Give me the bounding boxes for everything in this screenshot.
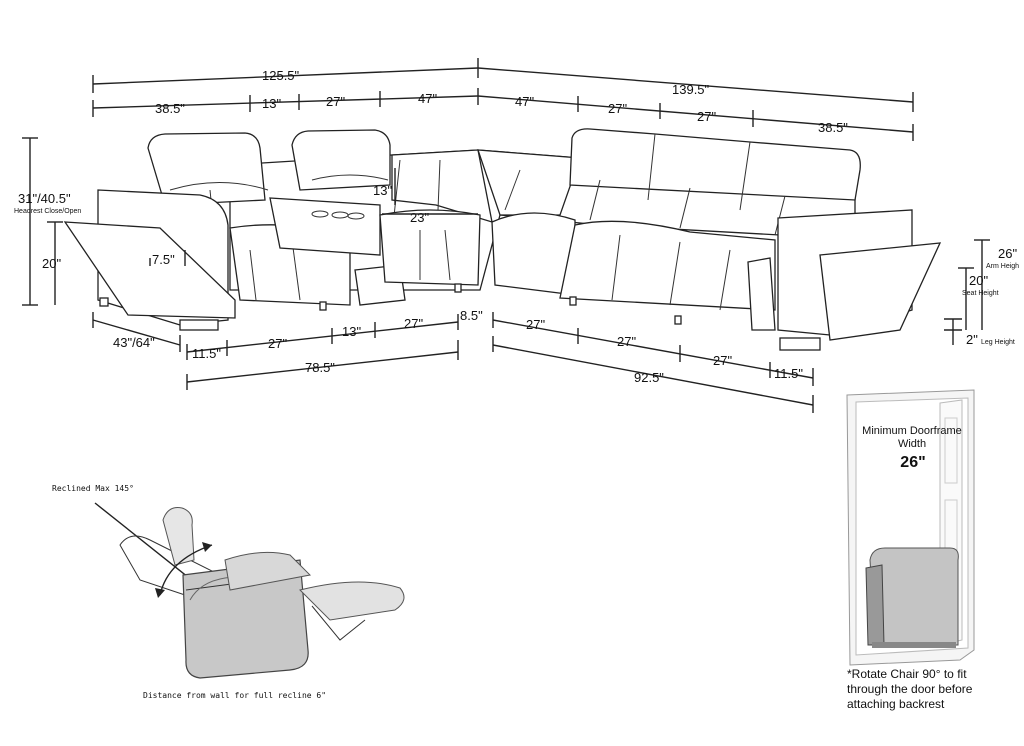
wall-distance-note: Distance from wall for full recline 6": [143, 691, 326, 700]
top-dimension-labels: 125.5" 139.5" 38.5" 13" 27" 47" 47" 27" …: [155, 68, 848, 135]
doorframe-illustration: Minimum Doorframe Width 26" *Rotate Chai…: [846, 389, 975, 711]
total-height-label: 31"/40.5": [18, 191, 71, 206]
top-segment-7: 27": [697, 109, 716, 124]
top-segment-8: 38.5": [818, 120, 848, 135]
leg-height-label: 2": [966, 332, 978, 347]
bottom-left-segment-4: 27": [404, 316, 423, 331]
bottom-right-total: 92.5": [634, 370, 664, 385]
bottom-left-segment-3: 13": [342, 324, 361, 339]
overall-dimension-lines: [92, 58, 914, 141]
bottom-right-segment-4: 11.5": [774, 366, 803, 381]
depth-label: 43"/64": [113, 335, 155, 350]
top-segment-2: 13": [262, 96, 281, 111]
seat-height-caption: Seat Height: [962, 290, 999, 297]
overall-left-width: 125.5": [262, 68, 300, 83]
top-segment-4: 47": [418, 91, 437, 106]
bottom-dimension-labels: 43"/64" 11.5" 27" 13" 27" 8.5" 78.5" 27"…: [113, 308, 803, 385]
bottom-right-segment-3: 27": [713, 353, 732, 368]
top-segment-1: 38.5": [155, 101, 185, 116]
arm-height-label: 26": [998, 246, 1017, 261]
bottom-left-segment-1: 11.5": [192, 346, 221, 361]
top-segment-5: 47": [515, 94, 534, 109]
overall-right-width: 139.5": [672, 82, 710, 97]
doorframe-title-line2: Width: [898, 438, 926, 450]
seat-height-left: 20": [42, 256, 61, 271]
doorframe-title-line1: Minimum Doorframe: [862, 425, 962, 437]
bottom-right-segment-1: 27": [526, 317, 545, 332]
doorframe-note-line3: attaching backrest: [847, 697, 945, 711]
seat-height-right: 20": [969, 273, 988, 288]
bottom-left-segment-2: 27": [268, 336, 287, 351]
top-segment-6: 27": [608, 101, 627, 116]
bottom-left-total: 78.5": [305, 360, 335, 375]
recliner-side-view: Reclined Max 145° Distance from wall for…: [52, 484, 405, 700]
leg-height-caption: Leg Height: [981, 339, 1015, 346]
doorframe-width: 26": [900, 454, 925, 471]
console-depth: 13": [373, 183, 392, 198]
doorframe-note-line2: through the door before: [847, 682, 973, 696]
left-height-dimensions: 31"/40.5" Headrest Close/Open 20": [14, 137, 81, 306]
bottom-right-segment-2: 27": [617, 334, 636, 349]
cupholder-width: 7.5": [152, 252, 175, 267]
total-height-caption: Headrest Close/Open: [14, 208, 81, 215]
top-segment-3: 27": [326, 94, 345, 109]
bottom-left-segment-5: 8.5": [460, 308, 483, 323]
right-height-dimensions: 26" Arm Heigh 20" Seat Height 2" Leg Hei…: [944, 239, 1019, 347]
sectional-sofa-drawing: 7.5" 13" 23": [63, 128, 942, 351]
recline-max-label: Reclined Max 145°: [52, 484, 134, 493]
arm-height-caption: Arm Heigh: [986, 263, 1019, 270]
bottom-dimension-lines: [92, 312, 814, 413]
corner-depth: 23": [410, 210, 429, 225]
doorframe-note-line1: *Rotate Chair 90° to fit: [847, 667, 967, 681]
